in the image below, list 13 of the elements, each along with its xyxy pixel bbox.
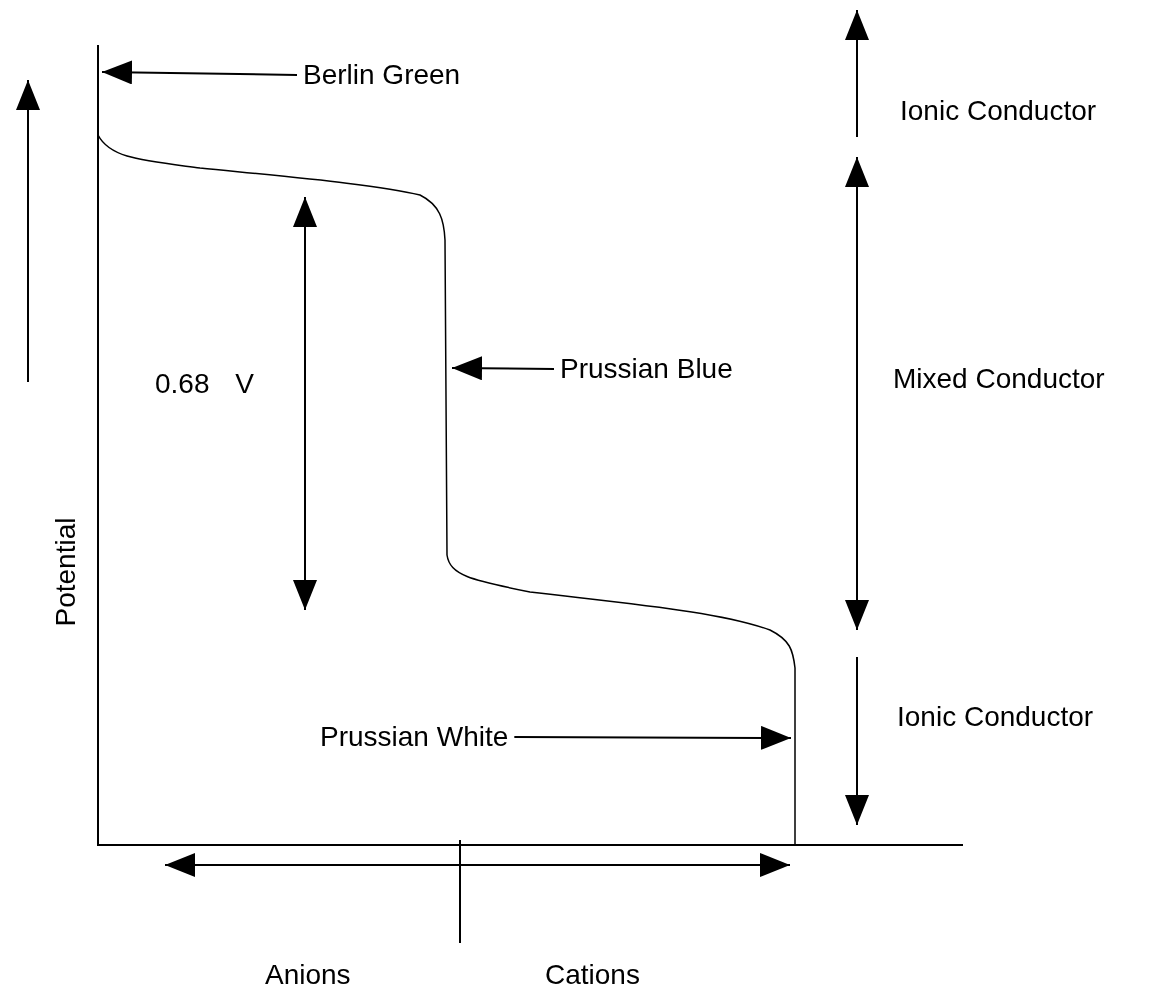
region-label: Cations xyxy=(545,958,640,992)
region-label: Mixed Conductor xyxy=(893,362,1105,396)
leader-arrow xyxy=(101,60,298,85)
region-label: Ionic Conductor xyxy=(897,700,1094,734)
phase-label: Prussian White xyxy=(320,720,509,754)
phase-label: Prussian Blue xyxy=(560,352,733,386)
phase-label: Berlin Green xyxy=(303,58,461,92)
leader-arrow xyxy=(513,725,792,750)
axis-label: Potential xyxy=(49,517,83,627)
region-label: Anions xyxy=(265,958,351,992)
region-label: Ionic Conductor xyxy=(900,94,1097,128)
leader-arrow xyxy=(451,356,555,381)
region-label: 0.68 V xyxy=(155,367,254,401)
